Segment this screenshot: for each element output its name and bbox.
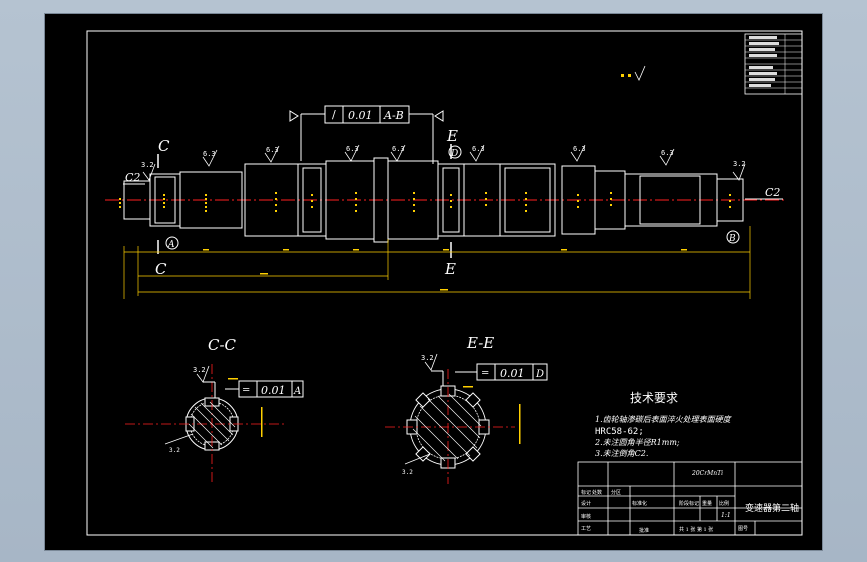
roughness-r2: 6.3: [203, 150, 216, 158]
tech-req-line2: 2.未注圆角半径R1mm;: [594, 438, 680, 447]
tech-req-line3: 3.未注倒角C2.: [595, 449, 648, 458]
section-cc-tolerance: 3.2 = 0.01 A: [193, 365, 304, 437]
dimension-value-marks: [203, 249, 687, 291]
tb-design: 设计: [581, 500, 591, 507]
svg-text:3.2: 3.2: [402, 469, 413, 476]
roughness-symbols: [142, 144, 746, 181]
length-dimensions: [123, 226, 751, 299]
section-cc-tol-datum: A: [293, 386, 301, 397]
svg-text:3.2: 3.2: [169, 447, 180, 454]
tb-process: 工艺: [581, 526, 591, 532]
roughness-r9: 3.2: [733, 160, 746, 168]
section-cc-tol-symbol: =: [242, 385, 250, 396]
cad-drawing-canvas[interactable]: / 0.01 A-B C C E E D A B C2 C2: [44, 13, 823, 551]
shaft-dimension-marks: [119, 192, 731, 212]
chamfer-right-label: C2: [765, 186, 780, 199]
part-name: 变速器第二轴: [745, 502, 799, 514]
engineering-drawing: / 0.01 A-B C C E E D A B C2 C2: [45, 14, 821, 549]
yellow-note-marker: [621, 65, 646, 81]
section-cc-view: 3.2: [125, 364, 285, 484]
section-ee-roughness: 3.2: [421, 354, 434, 362]
tech-requirements: 技术要求 1.齿轮轴渗碳后表面淬火处理表面硬度 HRC58-62; 2.未注圆角…: [594, 391, 733, 458]
roughness-r5: 6.3: [392, 145, 405, 153]
tolerance-frame-top: / 0.01 A-B: [289, 105, 444, 164]
datum-d-circle: [448, 145, 462, 159]
tech-req-title: 技术要求: [630, 391, 678, 405]
drawing-border: [86, 30, 803, 536]
chamfer-left-label: C2: [125, 171, 140, 184]
tb-sheets: 共 1 张 第 1 张: [679, 526, 713, 533]
tb-approve: 批准: [639, 527, 649, 534]
roughness-r1: 3.2: [141, 161, 154, 169]
tb-weight: 重量: [702, 500, 712, 507]
sheet-background: [45, 14, 821, 549]
tech-req-line1b: HRC58-62;: [595, 427, 644, 437]
roughness-r8: 6.3: [661, 149, 674, 157]
tech-req-line1: 1.齿轮轴渗碳后表面淬火处理表面硬度: [595, 415, 733, 424]
tolerance-value: 0.01: [348, 109, 373, 122]
revision-table: [744, 33, 803, 95]
tb-standardize: 标准化: [632, 500, 647, 507]
roughness-r7: 6.3: [573, 145, 586, 153]
section-ee-tol-value: 0.01: [500, 367, 525, 380]
roughness-r3: 6.3: [266, 146, 279, 154]
tb-mark: 标记: [581, 489, 591, 496]
section-cc-title: C-C: [208, 336, 237, 354]
tb-sheet-code: 图号: [738, 526, 748, 532]
tb-count: 处数: [592, 489, 602, 496]
section-ee-tolerance: 3.2 = 0.01 D: [421, 353, 548, 444]
shaft-main-view: [123, 157, 744, 243]
roughness-r4: 6.3: [346, 145, 359, 153]
section-ee-tol-datum: D: [535, 369, 544, 380]
title-block-text: 20CrMnTi 变速器第二轴 标记 处数 分区 设计 标准化 阶段标记 重量 …: [581, 470, 799, 534]
title-block: [577, 461, 803, 536]
datum-b-label: B: [728, 234, 736, 244]
tolerance-symbol: /: [332, 108, 336, 121]
tb-scale-value: 1:1: [721, 512, 731, 519]
section-ee-tol-symbol: =: [481, 368, 489, 379]
datum-b-circle: [726, 230, 740, 244]
roughness-r6: 6.3: [472, 145, 485, 153]
tb-stage-mark: 阶段标记: [679, 500, 699, 507]
datum-d-label: D: [450, 149, 458, 159]
tolerance-datum: A-B: [383, 109, 404, 122]
tb-review: 审核: [581, 513, 591, 520]
section-ee-view: 3.2: [385, 369, 515, 484]
section-label-e-top: E: [446, 127, 458, 145]
tb-zone: 分区: [611, 489, 621, 496]
tb-scale: 比例: [719, 500, 729, 507]
material-label: 20CrMnTi: [691, 470, 723, 477]
section-ee-title: E-E: [466, 334, 494, 352]
datum-a-label: A: [167, 240, 175, 250]
section-label-c-top: C: [158, 137, 170, 155]
section-label-c-bottom: C: [155, 260, 167, 278]
section-label-e-bottom: E: [444, 260, 456, 278]
section-cc-tol-value: 0.01: [261, 384, 286, 397]
section-cc-roughness: 3.2: [193, 366, 206, 374]
roughness-values: 3.2 6.3 6.3 6.3 6.3 6.3 6.3 6.3 3.2: [141, 145, 746, 169]
datum-a-circle: [165, 236, 179, 250]
